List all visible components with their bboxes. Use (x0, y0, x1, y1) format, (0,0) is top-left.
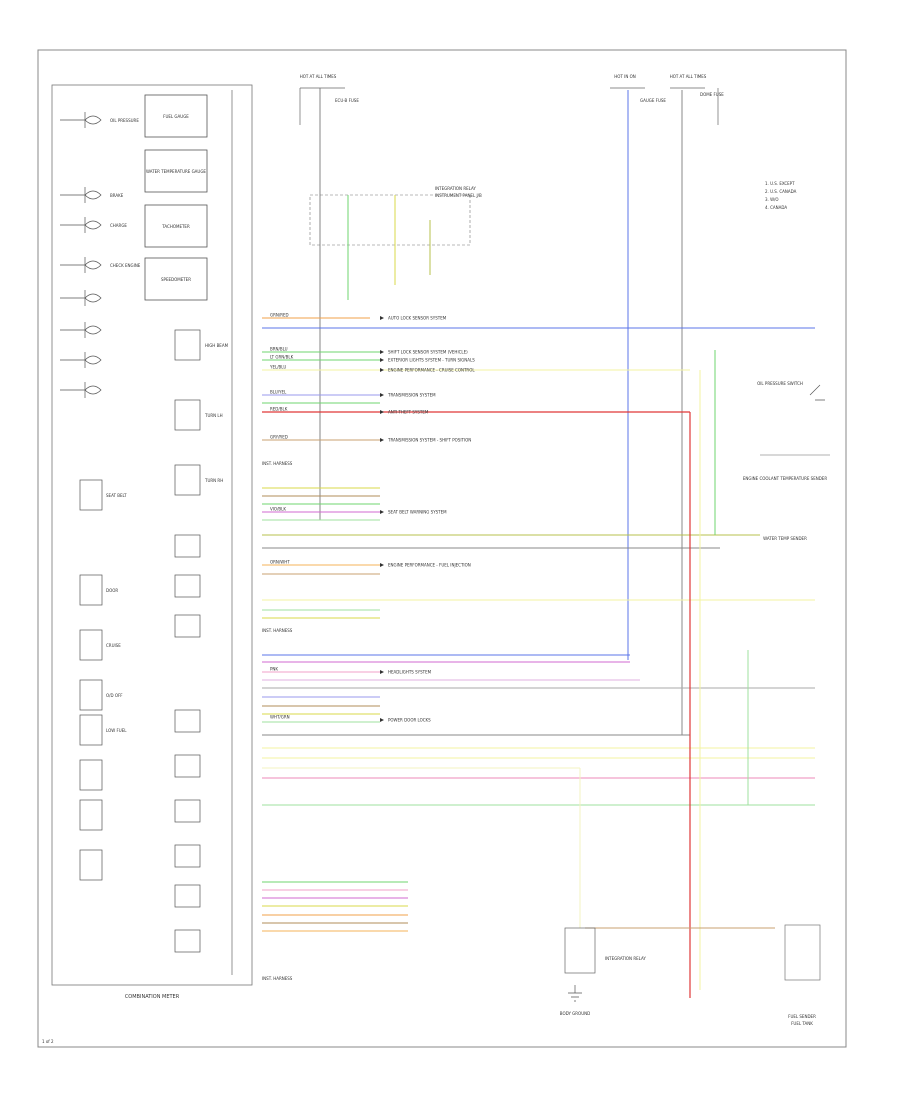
wire-destination: HEADLIGHTS SYSTEM (388, 670, 432, 675)
body-ground-label: BODY GROUND (560, 1011, 590, 1016)
tachometer (144, 204, 208, 248)
hot-mid-label: HOT IN ON (614, 74, 635, 79)
fuel-gauge-label: FUEL GAUGE (163, 114, 189, 119)
wire-arrow (380, 510, 384, 514)
diagram-frame (37, 49, 847, 1048)
top-power-feeds: HOT AT ALL TIMES HOT IN ON HOT AT ALL TI… (299, 74, 724, 246)
water-sender-label: WATER TEMP SENDER (763, 536, 807, 541)
wire-color-label: GRY/RED (270, 435, 288, 440)
lamp-labels: OIL PRESSURE BRAKE CHARGE CHECK ENGINE H… (106, 118, 229, 733)
tachometer-label: TACHOMETER (161, 224, 190, 229)
lamp-charge: CHARGE (110, 223, 127, 228)
lamp-high-beam: HIGH BEAM (205, 343, 229, 348)
lamp-seat-belt: SEAT BELT (106, 493, 127, 498)
legend-item-1: 1. U.S. EXCEPT (765, 181, 795, 186)
integration-relay-bottom (564, 927, 596, 974)
gauge-group: FUEL GAUGE WATER TEMPERATURE GAUGE TACHO… (144, 94, 208, 301)
wire-destination: SHIFT LOCK SENSOR SYSTEM (VEHICLE) (388, 350, 468, 355)
wire-destination: EXTERIOR LIGHTS SYSTEM - TURN SIGNALS (388, 358, 475, 363)
mid-lamps (174, 329, 201, 953)
wire-arrow (380, 410, 384, 414)
fuel-tank-symbol (784, 924, 821, 981)
wire-color-label: BRN/BLU (270, 347, 288, 352)
lamp-od-off: O/D OFF (106, 693, 123, 698)
wire-destination: TRANSMISSION SYSTEM (387, 393, 436, 398)
wire-color-label: LT GRN/BLK (270, 355, 294, 360)
lamp-brake: BRAKE (110, 193, 124, 198)
fuse-right-label: DOME FUSE (700, 92, 724, 97)
fuse-mid-label: GAUGE FUSE (640, 98, 666, 103)
wire-arrow (380, 718, 384, 722)
wire-arrow (380, 670, 384, 674)
bottom-wire-group (262, 881, 408, 932)
lamp-turn-lh: TURN LH (204, 413, 223, 418)
lamp-check-engine: CHECK ENGINE (110, 263, 141, 268)
legend-item-3: 3. W/O (765, 197, 779, 202)
wire-arrow (380, 393, 384, 397)
lamp-turn-rh: TURN RH (204, 478, 223, 483)
wire-destination: TRANSMISSION SYSTEM - SHIFT POSITION (387, 438, 471, 443)
wire-arrow (380, 438, 384, 442)
fuel-sender-label: FUEL SENDER (788, 1014, 816, 1019)
legend-item-2: 2. U.S. CANADA (765, 189, 797, 194)
wire-destination: POWER DOOR LOCKS (388, 718, 431, 723)
fuse-left-label: ECU-B FUSE (335, 98, 359, 103)
integration-relay-top: INTEGRATION RELAY (435, 186, 476, 191)
wire-arrow (380, 368, 384, 372)
wire-arrow (380, 350, 384, 354)
coolant-sensor-label: ENGINE COOLANT TEMPERATURE SENDER (743, 476, 827, 481)
wire-destination: AUTO LOCK SENSOR SYSTEM (388, 316, 447, 321)
fuel-gauge (144, 94, 208, 138)
left-lamps (60, 112, 103, 881)
harness-mid-label: INST. HARNESS (262, 628, 293, 633)
harness-left-label: INST. HARNESS (262, 461, 293, 466)
harness-bottom-label: INST. HARNESS (262, 976, 293, 981)
fuel-tank-label: FUEL TANK (791, 1021, 813, 1026)
wire-arrow (380, 358, 384, 362)
legend-item-4: 4. CANADA (765, 205, 787, 210)
speedometer (144, 257, 208, 301)
wire-arrow (380, 563, 384, 567)
wire-destination: SEAT BELT WARNING SYSTEM (388, 510, 447, 515)
wire-color-label: BLU/YEL (270, 390, 287, 395)
wire-color-label: WHT/GRN (270, 715, 290, 720)
wire-color-label: ORN/WHT (270, 560, 290, 565)
wire-arrow (380, 316, 384, 320)
wire-group (262, 317, 815, 806)
wire-destination: ENGINE PERFORMANCE - FUEL INJECTION (388, 563, 471, 568)
wire-color-label: RED/BLK (270, 407, 288, 412)
lamp-oil-pressure: OIL PRESSURE (110, 118, 139, 123)
right-components: OIL PRESSURE SWITCH ENGINE COOLANT TEMPE… (743, 381, 830, 1026)
oil-pressure-switch-label: OIL PRESSURE SWITCH (757, 381, 803, 386)
lamp-cruise: CRUISE (106, 643, 121, 648)
wire-color-label: YEL/BLU (269, 365, 286, 370)
relay-block-label: INSTRUMENT PANEL J/B (435, 193, 482, 198)
combination-meter-box (51, 84, 253, 986)
water-temp-gauge-label: WATER TEMPERATURE GAUGE (146, 169, 206, 174)
lamp-door: DOOR (106, 588, 118, 593)
wire-color-label: VIO/BLK (270, 507, 286, 512)
integration-relay-bottom-label: INTEGRATION RELAY (605, 956, 646, 961)
lamp-low-fuel: LOW FUEL (106, 728, 127, 733)
page-reference: 1 of 2 (42, 1039, 54, 1044)
hot-left-label: HOT AT ALL TIMES (300, 74, 337, 79)
wire-destination: ANTI-THEFT SYSTEM (388, 410, 429, 415)
speedometer-label: SPEEDOMETER (161, 277, 191, 282)
wire-destination: ENGINE PERFORMANCE - CRUISE CONTROL (388, 368, 475, 373)
water-temp-gauge (144, 149, 208, 193)
wire-color-label: GRN/RED (270, 313, 289, 318)
ground-symbol (568, 985, 582, 1002)
legend: 1. U.S. EXCEPT 2. U.S. CANADA 3. W/O 4. … (765, 181, 797, 210)
combination-meter-title: COMBINATION METER (125, 994, 180, 1000)
hot-right-label: HOT AT ALL TIMES (670, 74, 707, 79)
wire-color-label: PNK (270, 667, 278, 672)
relay-block (309, 194, 471, 246)
